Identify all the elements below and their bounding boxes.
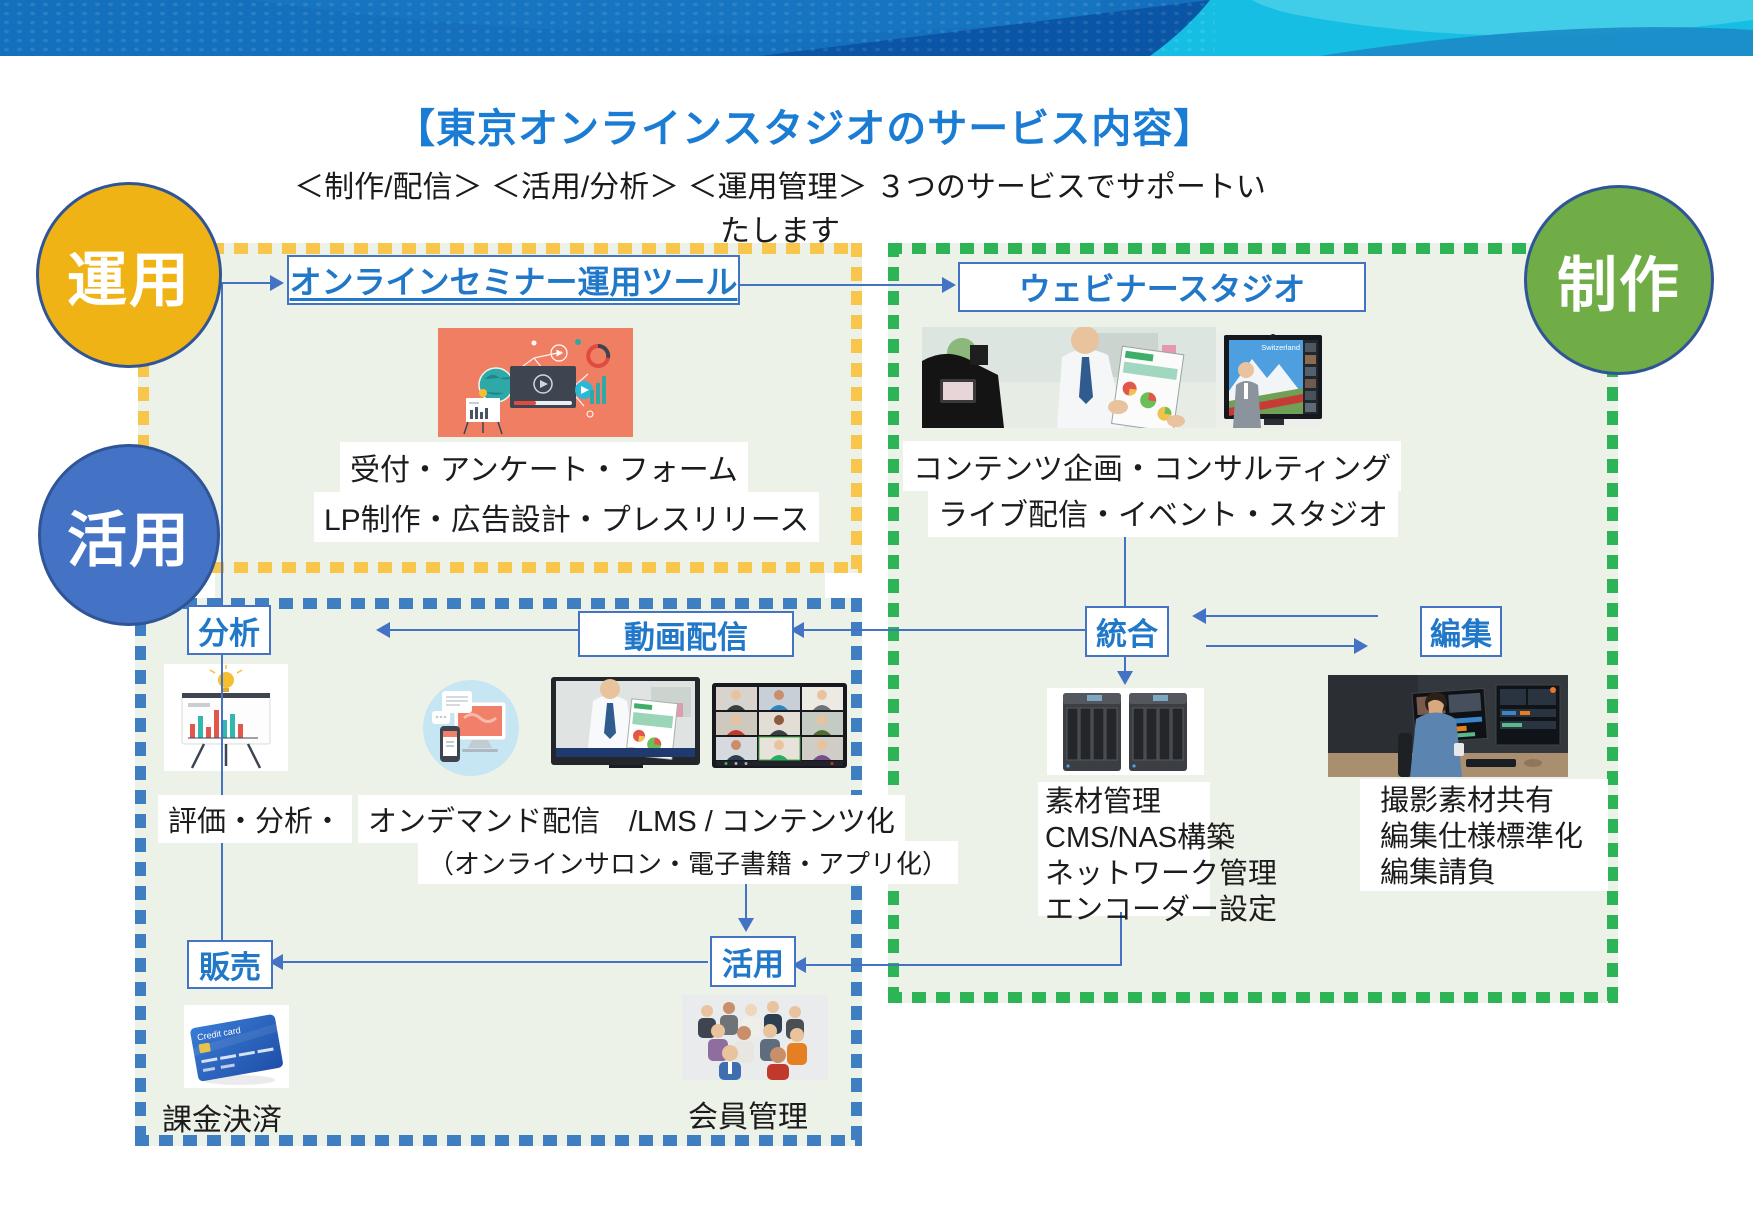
header-wave-graphic xyxy=(0,0,1753,56)
blue-frame-left xyxy=(135,598,146,1146)
header-dot-pattern xyxy=(0,0,1215,56)
operation-to-seminar-arrowhead xyxy=(270,275,284,291)
node-editing: 編集 xyxy=(1420,606,1502,657)
integration-notes-backing xyxy=(1038,782,1210,916)
page-title: 【東京オンラインスタジオのサービス内容】 xyxy=(395,107,1215,151)
seminar-to-webinar-arrowhead xyxy=(942,277,956,293)
zoom-gallery-photo xyxy=(712,683,847,773)
zoom-presentation-photo xyxy=(551,677,700,773)
node-editing-label: 編集 xyxy=(1430,617,1492,652)
node-webinar-studio-label: ウェビナースタジオ xyxy=(1018,271,1306,307)
node-online-seminar-tool-label: オンラインセミナー運用ツール xyxy=(289,264,738,300)
node-online-seminar-tool: オンラインセミナー運用ツール xyxy=(287,255,740,305)
node-utilization-label: 活用 xyxy=(722,947,784,982)
yellow-frame-left xyxy=(138,243,149,573)
node-analysis-label: 分析 xyxy=(198,615,260,651)
integration-to-editing-line xyxy=(1206,645,1356,647)
ondemand-to-utilization-line xyxy=(745,874,747,920)
page-subtitle: ＜制作/配信＞ ＜活用/分析＞ ＜運用管理＞ ３つのサービスでサポートいたします xyxy=(294,171,1266,248)
editing-to-integration-arrowhead xyxy=(1192,608,1206,624)
presentation-display-photo: Switzerland xyxy=(1216,333,1325,433)
green-frame-right xyxy=(1607,243,1618,1003)
editing-note-2: 編集仕様標準化 xyxy=(1380,821,1584,853)
node-video-delivery: 動画配信 xyxy=(578,611,794,657)
yellow-frame-bottom xyxy=(138,562,862,573)
video-to-analysis-arrowhead xyxy=(376,622,390,638)
circle-production-label: 制作 xyxy=(1557,251,1681,319)
circle-production: 制作 xyxy=(1524,185,1714,375)
node-sales-label: 販売 xyxy=(199,950,261,985)
yellow-frame-top xyxy=(138,243,862,254)
seminar-tool-caption-1: 受付・アンケート・フォーム xyxy=(340,442,748,492)
integration-notes: 素材管理 CMS/NAS構築 ネットワーク管理 エンコーダー設定 xyxy=(1045,784,1277,928)
member-caption: 会員管理 xyxy=(688,1101,808,1134)
blue-frame-top xyxy=(135,598,862,609)
integration-note-1: 素材管理 xyxy=(1045,786,1162,818)
ondemand-sub-caption: （オンラインサロン・電子書籍・アプリ化） xyxy=(418,841,959,884)
seminar-tool-caption-2: LP制作・広告設計・プレスリリース xyxy=(314,492,820,542)
integration-note-3: ネットワーク管理 xyxy=(1045,858,1278,890)
green-frame-left xyxy=(888,243,899,1003)
node-integration-label: 統合 xyxy=(1096,617,1158,652)
encoder-elbow-horizontal-line xyxy=(806,964,1122,966)
node-utilization: 活用 xyxy=(710,936,796,987)
integration-to-video-line xyxy=(804,629,1085,631)
node-integration: 統合 xyxy=(1085,606,1169,657)
ondemand-caption: オンデマンド配信 /LMS / コンテンツ化 xyxy=(358,795,905,843)
switzerland-label: Switzerland xyxy=(1261,343,1300,352)
circle-operation: 運用 xyxy=(36,182,222,368)
green-frame-top xyxy=(888,243,1618,254)
node-analysis: 分析 xyxy=(187,605,271,655)
integration-note-2: CMS/NAS構築 xyxy=(1045,822,1236,854)
yellow-frame-right xyxy=(851,243,862,573)
green-frame-bottom xyxy=(888,992,1618,1003)
circle-utilization: 活用 xyxy=(38,444,220,626)
webinar-studio-photo xyxy=(922,326,1216,433)
utilization-to-sales-line xyxy=(283,961,708,963)
editing-to-integration-line xyxy=(1206,615,1378,617)
webinar-caption-2: ライブ配信・イベント・スタジオ xyxy=(928,487,1398,537)
integration-to-nas-arrowhead xyxy=(1117,671,1133,685)
integration-to-nas-line xyxy=(1124,653,1126,673)
node-webinar-studio: ウェビナースタジオ xyxy=(958,262,1366,312)
node-sales: 販売 xyxy=(187,940,273,989)
integration-note-4: エンコーダー設定 xyxy=(1045,894,1278,926)
nas-storage-photo xyxy=(1047,688,1204,780)
operation-to-seminar-line xyxy=(222,282,272,284)
encoder-elbow-vertical-line xyxy=(1120,912,1122,966)
blue-frame-bottom xyxy=(135,1135,862,1146)
editing-notes-backing xyxy=(1360,779,1608,891)
webinar-caption-1: コンテンツ企画・コンサルティング xyxy=(903,441,1402,491)
ondemand-to-utilization-arrowhead xyxy=(738,918,754,932)
members-group-illustration xyxy=(682,995,828,1085)
video-editing-photo xyxy=(1328,675,1568,782)
editing-notes: 撮影素材共有 編集仕様標準化 編集請負 xyxy=(1380,783,1583,891)
ondemand-devices-illustration xyxy=(420,678,522,782)
video-to-analysis-line xyxy=(390,629,578,631)
analysis-caption: 評価・分析・ xyxy=(158,795,353,843)
integration-to-editing-arrowhead xyxy=(1354,638,1368,654)
analysis-flipchart-illustration xyxy=(164,664,288,776)
header-wave-banner xyxy=(0,0,1753,56)
webinar-to-integration-line xyxy=(1124,514,1126,606)
editing-note-3: 編集請負 xyxy=(1380,857,1497,889)
billing-caption: 課金決済 xyxy=(162,1104,282,1137)
credit-card-photo: Credit card xyxy=(184,1005,289,1093)
node-video-delivery-label: 動画配信 xyxy=(624,619,748,655)
editing-note-1: 撮影素材共有 xyxy=(1380,785,1555,817)
seminar-to-webinar-line xyxy=(738,284,944,286)
circle-operation-label: 運用 xyxy=(67,246,191,314)
seminar-tool-illustration xyxy=(438,328,633,442)
circle-utilization-label: 活用 xyxy=(67,506,191,574)
